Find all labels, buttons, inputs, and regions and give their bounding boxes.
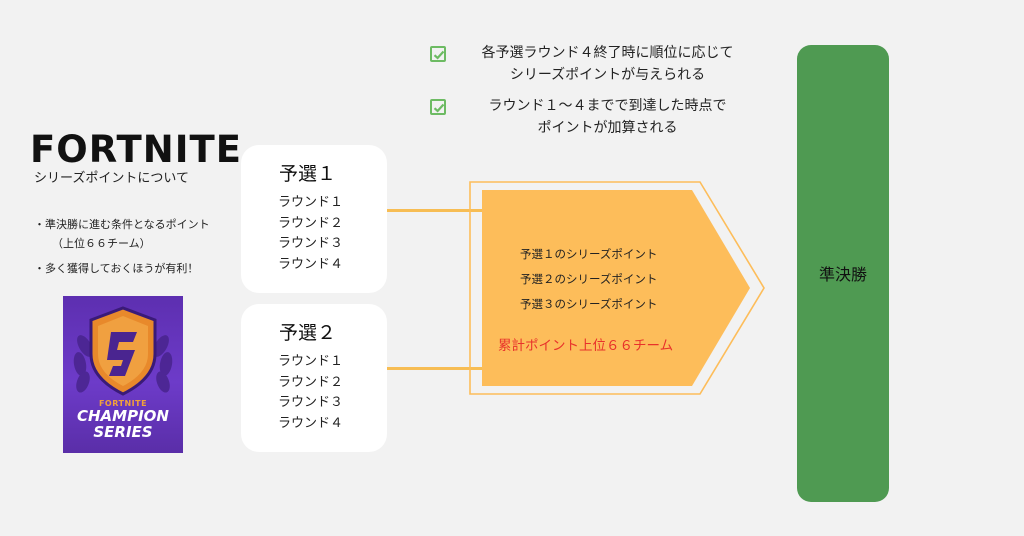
qualifier-title: 予選２ [279, 322, 337, 344]
checklist-line: シリーズポイントが与えられる [509, 67, 706, 83]
connector-line-1 [387, 209, 483, 212]
cumulative-top-66-label: 累計ポイント上位６６チーム [498, 338, 674, 354]
badge-champion-text: CHAMPION [77, 407, 169, 425]
connector-line-2 [387, 367, 483, 370]
round-item: ラウンド３ [278, 236, 344, 251]
champion-series-emblem-icon [73, 306, 173, 396]
round-item: ラウンド４ [278, 415, 344, 431]
round-item: ラウンド２ [278, 374, 344, 390]
semifinal-column: 準決勝 [797, 45, 889, 502]
arrow-line-3: 予選３のシリーズポイント [520, 297, 658, 311]
checkbox-checked-icon [430, 99, 446, 115]
qualifier-card-1: 予選１ ラウンド１ ラウンド２ ラウンド３ ラウンド４ [241, 145, 387, 293]
qualifier-rounds: ラウンド１ ラウンド２ ラウンド３ ラウンド４ [278, 352, 343, 434]
checklist-line: 各予選ラウンド４終了時に順位に応じて [481, 45, 734, 61]
checkbox-checked-icon [430, 46, 446, 62]
note-condition-detail: （上位６６チーム） [52, 237, 151, 250]
round-item: ラウンド３ [278, 395, 344, 410]
arrow-line-2: 予選２のシリーズポイント [520, 272, 658, 286]
subtitle: シリーズポイントについて [34, 171, 189, 186]
arrow-line-1: 予選１のシリーズポイント [520, 247, 658, 261]
points-arrow-shape [469, 181, 765, 395]
round-item: ラウンド４ [278, 256, 344, 272]
fortnite-logo: FORTNITE [30, 128, 243, 171]
badge-fortnite-text: FORTNITE [98, 399, 148, 408]
round-item: ラウンド１ [278, 354, 344, 369]
note-condition: ・準決勝に進む条件となるポイント [34, 218, 210, 231]
badge-series-text: SERIES [93, 423, 153, 441]
checklist-item-2: ラウンド１～４までで到達した時点で ポイントが加算される [455, 95, 760, 139]
semifinal-label: 準決勝 [818, 265, 867, 284]
checklist-item-1: 各予選ラウンド４終了時に順位に応じて シリーズポイントが与えられる [455, 42, 760, 86]
round-item: ラウンド２ [278, 215, 344, 231]
qualifier-title: 予選１ [279, 163, 337, 185]
qualifier-rounds: ラウンド１ ラウンド２ ラウンド３ ラウンド４ [278, 193, 343, 275]
qualifier-card-2: 予選２ ラウンド１ ラウンド２ ラウンド３ ラウンド４ [241, 304, 387, 452]
note-advantage: ・多く獲得しておくほうが有利！ [34, 262, 199, 275]
checklist-line: ポイントが加算される [537, 120, 678, 136]
round-item: ラウンド１ [278, 195, 344, 210]
champion-series-badge: FORTNITE CHAMPION SERIES [63, 296, 183, 453]
checklist-line: ラウンド１～４までで到達した時点で [488, 98, 727, 114]
